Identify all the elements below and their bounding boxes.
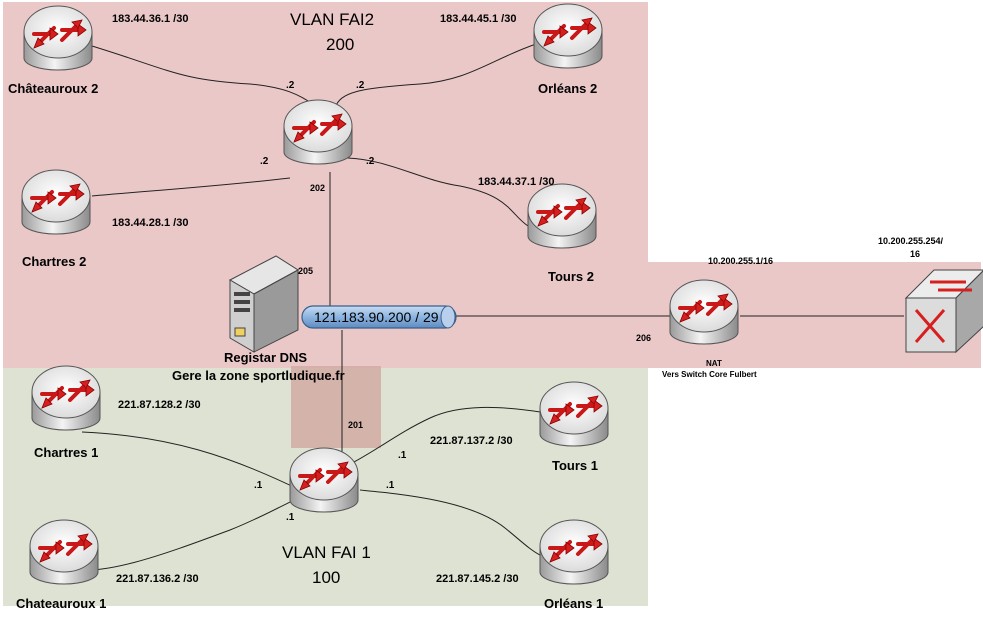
router-chateauroux1-name: Chateauroux 1 (16, 596, 106, 611)
router-icon (538, 518, 610, 586)
router-chateauroux2-hub-ip: .2 (286, 80, 295, 91)
router-chartres1-name: Chartres 1 (34, 445, 98, 460)
router-chartres2[interactable]: Chartres 2 183.44.28.1 /30 .2 (20, 156, 269, 269)
hub-router-fai2-id: 202 (310, 183, 325, 193)
vlan-fai1-number: 100 (312, 568, 340, 587)
router-icon (22, 4, 94, 72)
router-icon (282, 98, 354, 166)
router-chateauroux1[interactable]: Chateauroux 1 221.87.136.2 /30 .1 (16, 512, 295, 611)
router-tours1-ip: 221.87.137.2 /30 (430, 435, 513, 447)
router-orleans2-hub-ip: .2 (356, 80, 365, 91)
router-orleans2-name: Orléans 2 (538, 81, 597, 96)
router-tours2-ip: 183.44.37.1 /30 (478, 176, 554, 188)
router-tours1-name: Tours 1 (552, 458, 598, 473)
router-chateauroux2[interactable]: Châteauroux 2 183.44.36.1 /30 .2 (8, 4, 295, 96)
router-chartres1-hub-ip: .1 (254, 480, 263, 491)
router-chateauroux2-name: Châteauroux 2 (8, 81, 98, 96)
dns-server-desc: Gere la zone sportludique.fr (172, 368, 345, 383)
router-icon (20, 168, 92, 236)
router-icon (538, 380, 610, 448)
vlan-fai2-title: VLAN FAI2 (290, 10, 374, 29)
core-switch-ip-line1: 10.200.255.254/ (878, 236, 944, 246)
dns-server[interactable]: 205 Registar DNS Gere la zone sportludiq… (172, 255, 345, 383)
router-tours2-hub-ip: .2 (366, 156, 375, 167)
router-chartres1[interactable]: Chartres 1 221.87.128.2 /30 .1 (30, 364, 263, 491)
core-switch[interactable]: 10.200.255.254/ 16 (878, 236, 983, 354)
router-icon (668, 278, 740, 346)
core-switch-ip-line2: 16 (910, 249, 920, 259)
router-orleans2[interactable]: Orléans 2 183.44.45.1 /30 .2 (356, 2, 604, 96)
router-chartres2-name: Chartres 2 (22, 254, 86, 269)
router-icon (30, 364, 102, 432)
router-orleans1[interactable]: Orléans 1 221.87.145.2 /30 .1 (386, 480, 610, 611)
dns-server-id: 205 (298, 266, 313, 276)
router-chateauroux1-hub-ip: .1 (286, 512, 295, 523)
router-chateauroux1-ip: 221.87.136.2 /30 (116, 573, 199, 585)
router-nat[interactable]: 10.200.255.1/16 206 NAT Vers Switch Core… (636, 256, 773, 379)
router-chateauroux2-ip: 183.44.36.1 /30 (112, 13, 188, 25)
hub-router-fai2[interactable]: 202 (282, 98, 354, 193)
router-nat-name: NAT (706, 359, 722, 368)
router-tours2[interactable]: Tours 2 183.44.37.1 /30 .2 (366, 156, 598, 284)
hub-router-fai1[interactable]: 201 (288, 420, 363, 514)
router-chartres2-ip: 183.44.28.1 /30 (112, 217, 188, 229)
router-orleans1-hub-ip: .1 (386, 480, 395, 491)
router-nat-id: 206 (636, 333, 651, 343)
bus-label: 121.183.90.200 / 29 (314, 309, 439, 325)
router-icon (526, 182, 598, 250)
router-icon (288, 446, 360, 514)
router-icon (28, 518, 100, 586)
router-icon (532, 2, 604, 70)
router-tours2-name: Tours 2 (548, 269, 594, 284)
router-nat-desc: Vers Switch Core Fulbert (662, 370, 757, 379)
lan-bus: 121.183.90.200 / 29 (301, 305, 457, 329)
router-orleans1-name: Orléans 1 (544, 596, 603, 611)
router-orleans2-ip: 183.44.45.1 /30 (440, 13, 516, 25)
vlan-fai1-title: VLAN FAI 1 (282, 543, 371, 562)
dns-server-name: Registar DNS (224, 350, 307, 365)
router-chartres2-hub-ip: .2 (260, 156, 269, 167)
router-chartres1-ip: 221.87.128.2 /30 (118, 399, 201, 411)
hub-router-fai1-id: 201 (348, 420, 363, 430)
vlan-fai2-number: 200 (326, 35, 354, 54)
router-orleans1-ip: 221.87.145.2 /30 (436, 573, 519, 585)
router-tours1[interactable]: Tours 1 221.87.137.2 /30 .1 (398, 380, 610, 473)
router-nat-ip: 10.200.255.1/16 (708, 256, 773, 266)
links (61, 43, 904, 571)
router-tours1-hub-ip: .1 (398, 450, 407, 461)
dns-trunk-zone (291, 366, 381, 448)
